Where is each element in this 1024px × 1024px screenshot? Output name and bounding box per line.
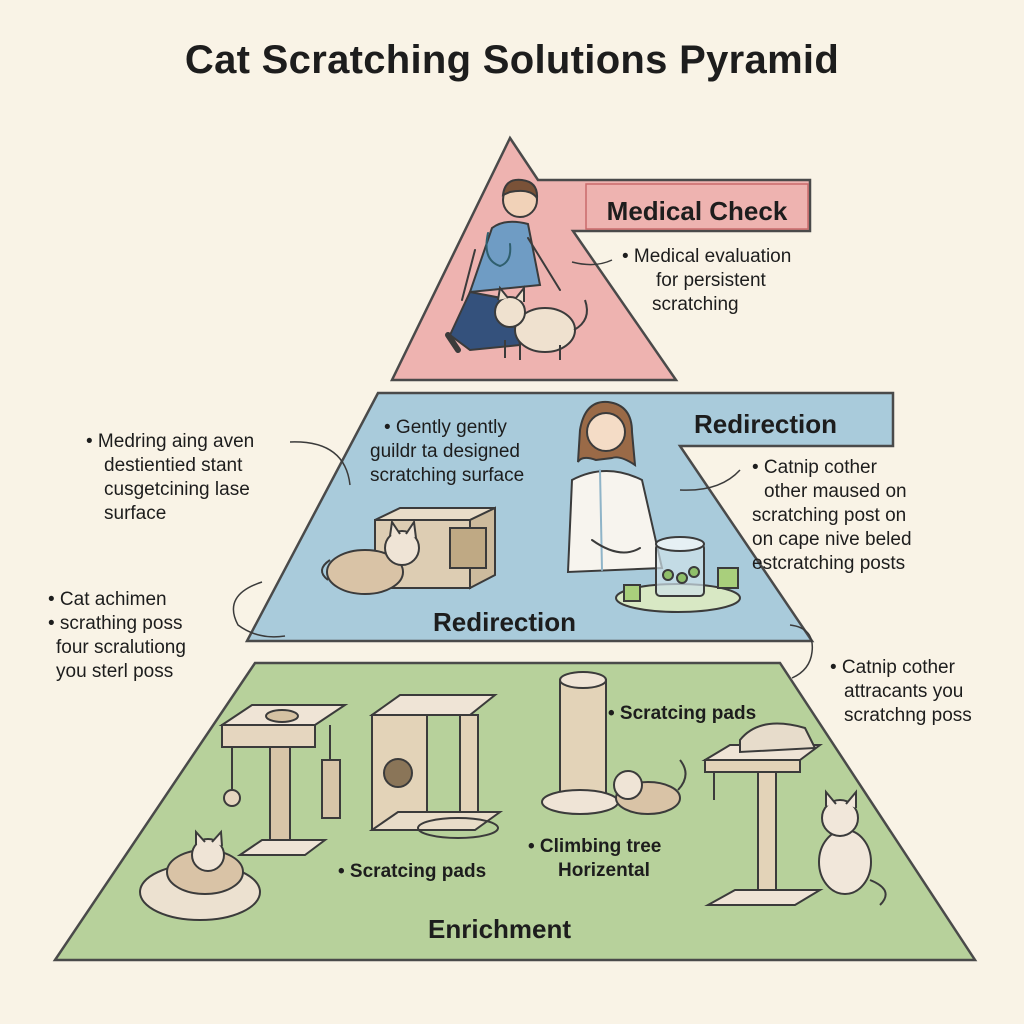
note-redirection-right: • Catnip cother other maused on scratchi… [752,456,912,576]
tier-label-redirection-bottom: Redirection [433,607,576,638]
tier-label-medical: Medical Check [586,196,808,227]
note-medical: • Medical evaluation for persistent scra… [622,245,791,317]
tier-label-redirection-top: Redirection [694,409,837,440]
item-label-scratching-pads-bottom: • Scratcing pads [338,860,486,884]
item-label-climbing-tree: • Climbing tree Horizental [528,835,661,883]
note-redirection-left: • Medring aing aven destientied stant cu… [86,430,254,526]
note-enrichment-left: • Cat achimen • scrathing poss four scra… [48,588,186,684]
note-redirection-inner: • Gently gently guildr ta designed scrat… [370,416,524,488]
note-enrichment-right: • Catnip cother attracants you scratchng… [830,656,972,728]
tier-label-enrichment: Enrichment [428,914,571,945]
item-label-scratching-pads-top: • Scratcing pads [608,702,756,726]
